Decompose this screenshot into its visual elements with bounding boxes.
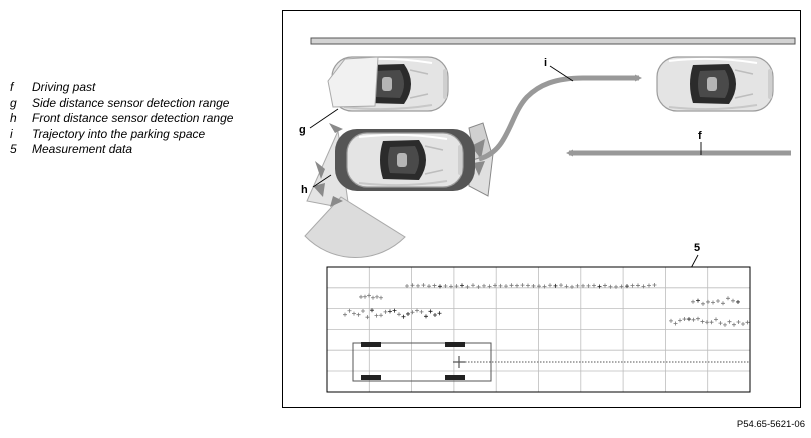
leader-i xyxy=(549,65,574,82)
parked-car-right xyxy=(656,56,774,112)
legend-key: i xyxy=(10,126,13,141)
legend-item-i: i Trajectory into the parking space xyxy=(10,127,233,143)
legend-key: f xyxy=(10,80,14,94)
legend: f Driving past g Side distance sensor dete… xyxy=(10,80,233,158)
legend-key: g xyxy=(10,95,17,110)
legend-key: 5 xyxy=(10,142,17,156)
legend-text: Measurement data xyxy=(32,142,133,156)
measuring-car xyxy=(335,129,475,191)
legend-text: Trajectory into the parking space xyxy=(32,126,206,141)
label-5: 5 xyxy=(694,242,700,254)
legend-text: Driving past xyxy=(32,80,96,94)
legend-item-5: 5 Measurement data xyxy=(10,142,233,158)
legend-text: Front distance sensor detection range xyxy=(32,111,234,125)
legend-text: Side distance sensor detection range xyxy=(32,95,230,110)
leader-h xyxy=(312,174,332,188)
parking-space-outline xyxy=(352,342,749,382)
diagram-frame: i f g h 5 xyxy=(282,10,801,408)
curb xyxy=(310,37,796,45)
label-f: f xyxy=(698,130,702,142)
measurement-data-panel xyxy=(326,266,751,393)
trajectory-arrow-i xyxy=(478,74,642,162)
parked-car-left xyxy=(327,56,449,112)
parking-diagram: i f g h 5 xyxy=(299,37,796,393)
label-g: g xyxy=(299,124,306,136)
label-h: h xyxy=(301,184,308,196)
leader-g xyxy=(309,108,339,129)
legend-item-f: f Driving past xyxy=(10,80,233,96)
legend-key: h xyxy=(10,111,17,125)
label-i: i xyxy=(544,57,547,69)
legend-item-h: h Front distance sensor detection range xyxy=(10,111,233,127)
legend-item-g: g Side distance sensor detection range xyxy=(10,96,233,112)
reference-code: P54.65-5621-06 xyxy=(736,419,805,430)
front-sensor-range-h xyxy=(304,196,406,259)
